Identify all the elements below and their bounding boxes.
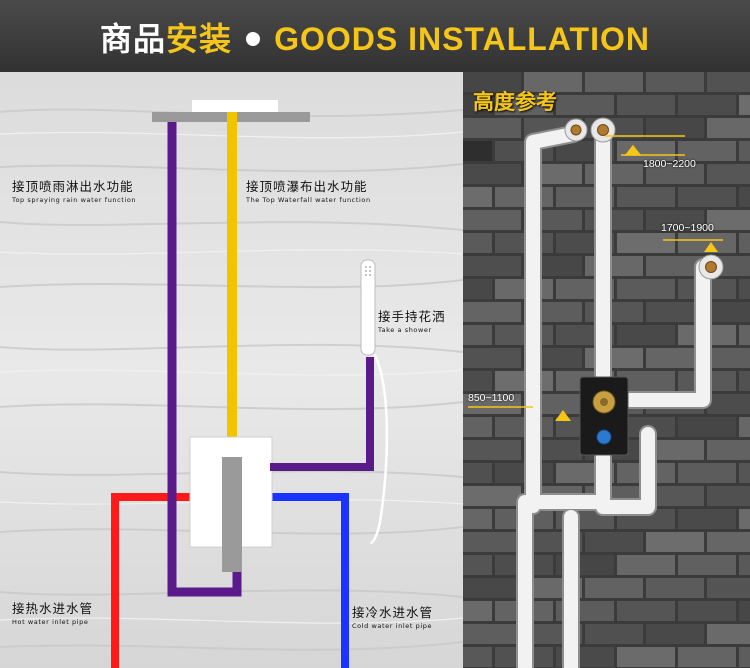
brick-wall [463, 72, 750, 668]
concealed-valve [579, 376, 629, 456]
installation-schematic: 接顶喷雨淋出水功能 Top spraying rain water functi… [0, 72, 463, 668]
cold-water-pipe [270, 493, 349, 668]
title-cn-white: 商品 [100, 21, 167, 57]
handheld-pipe [270, 357, 374, 471]
height-reference-title: 高度参考 [473, 90, 557, 114]
header-bar: 商品安装 GOODS INSTALLATION [0, 0, 750, 72]
schematic-drawing [0, 72, 463, 668]
label-waterfall: 接顶喷瀑布出水功能 The Top Waterfall water functi… [246, 179, 371, 204]
title-cn-yellow: 安装 [166, 21, 233, 57]
hot-water-pipe [111, 493, 190, 668]
outlet-handheld-icon [705, 261, 717, 273]
valve-cold-icon [596, 429, 612, 445]
height-middle: 1700~1900 [661, 222, 714, 234]
label-cold-water: 接冷水进水管 Cold water inlet pipe [352, 605, 434, 630]
height-bottom: 850~1100 [468, 392, 515, 404]
outlet-top-right-icon [597, 124, 609, 136]
waterfall-outlet [192, 100, 278, 112]
shower-hose [370, 354, 389, 544]
pipe-system [516, 121, 712, 668]
height-reference-panel: 高度参考 1800~2200 1700~1900 850~1100 [463, 72, 750, 668]
label-hot-water: 接热水进水管 Hot water inlet pipe [12, 601, 94, 626]
label-handheld: 接手持花洒 Take a shower [378, 309, 446, 334]
page-title: 商品安装 GOODS INSTALLATION [0, 14, 750, 60]
outlet-top-left-icon [570, 124, 582, 136]
title-dot-icon [246, 32, 261, 47]
mixer-handle [222, 457, 242, 572]
title-en: GOODS INSTALLATION [274, 21, 650, 57]
label-rain: 接顶喷雨淋出水功能 Top spraying rain water functi… [12, 179, 137, 204]
hand-shower-icon [360, 259, 376, 356]
height-top: 1800~2200 [643, 158, 696, 170]
height-markers [468, 135, 723, 421]
